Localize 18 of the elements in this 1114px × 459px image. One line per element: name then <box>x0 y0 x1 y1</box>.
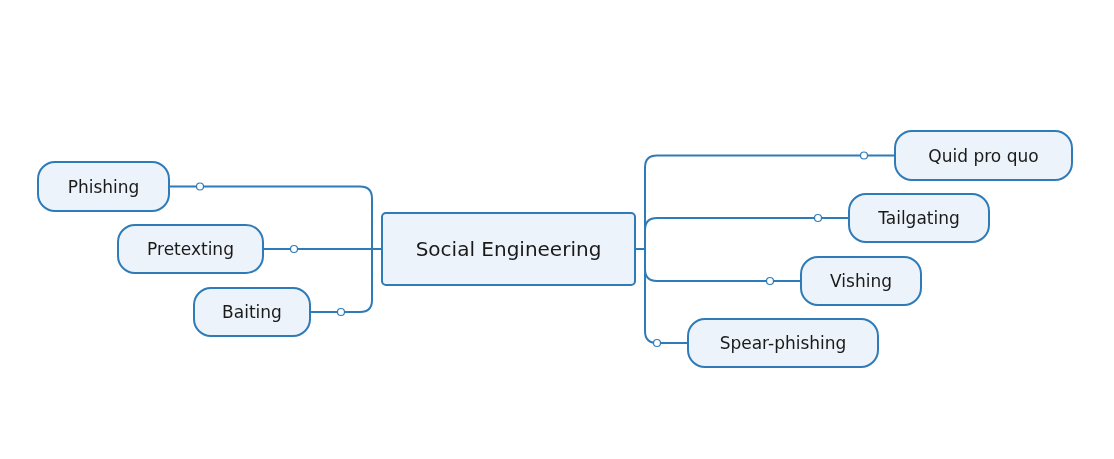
topic-box <box>117 224 264 274</box>
topic-label: Vishing <box>830 271 892 291</box>
topic-box <box>800 256 922 306</box>
topic-box <box>894 130 1073 181</box>
topic-box <box>193 287 311 337</box>
central-topic <box>381 212 636 286</box>
topic-label: Phishing <box>67 176 140 197</box>
connector <box>310 248 382 317</box>
topic-label: Social Engineering <box>415 237 602 261</box>
topic-box <box>848 193 990 243</box>
topic-label: Pretexting <box>147 239 234 259</box>
topic-label: Quid pro quo <box>928 145 1039 166</box>
topic-box <box>37 161 170 212</box>
topic-label: Baiting <box>222 302 282 322</box>
topic-label: Tailgating <box>878 208 960 228</box>
connector <box>635 248 688 348</box>
topic-label: Spear-phishing <box>719 333 847 353</box>
topic-box <box>687 318 879 368</box>
